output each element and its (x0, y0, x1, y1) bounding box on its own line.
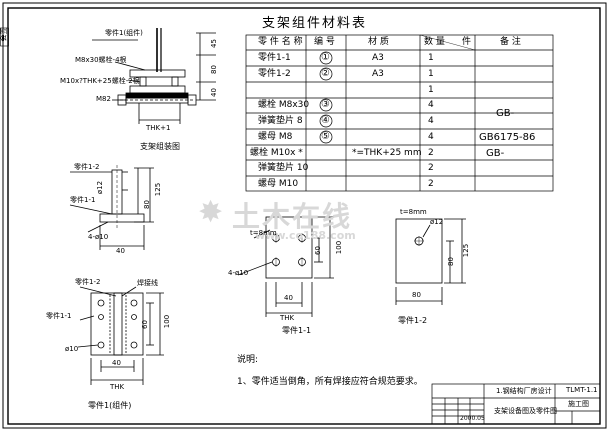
part-1-2-hole: ø12 (430, 218, 444, 226)
title-drawing-no: TLMT-1.1 (566, 386, 598, 394)
row-code: ① (321, 52, 330, 63)
assembly-label-part: 零件1(组件) (105, 29, 143, 37)
part-1-1-caption: 零件1-1 (282, 326, 312, 335)
row-name: 零件1-1 (258, 53, 291, 63)
row-qty: 2 (428, 179, 434, 189)
part-1-2-caption: 零件1-2 (398, 316, 428, 325)
header-unit: 件 (462, 37, 472, 47)
front-label-part-1-2: 零件1-2 (75, 278, 101, 286)
row-qty: 2 (428, 148, 434, 158)
part-1-2-dim-80-horiz: 80 (412, 291, 421, 299)
row-code: ⑤ (321, 131, 330, 142)
side-dim-125: 125 (154, 182, 163, 197)
row-name: 零件1-2 (258, 69, 291, 79)
part-1-1-thickness: t=8mm (250, 229, 277, 237)
front-label-part-1-1: 零件1-1 (46, 312, 72, 320)
front-dim-40: 40 (112, 359, 121, 367)
row-name: 螺栓 M8x30 (258, 100, 310, 110)
watermark-url: www.co188.com (255, 229, 356, 242)
row-qty: 1 (428, 53, 434, 63)
side-dim-80: 80 (142, 200, 151, 209)
part-1-2-dim-80-vert: 80 (446, 257, 455, 266)
table-title: 支架组件材料表 (262, 16, 368, 31)
row-material: A3 (372, 69, 384, 79)
part-1-1-dim-thk: THK (280, 314, 295, 322)
row-qty: 1 (428, 69, 434, 79)
assembly-dim-40: 40 (209, 88, 218, 97)
header-name: 零 件 名 称 (258, 37, 303, 47)
row-qty: 2 (428, 163, 434, 173)
row-code: ② (321, 68, 330, 79)
side-label-holes: 4-ø10 (88, 233, 109, 241)
side-label-part-1-2: 零件1-2 (74, 163, 100, 171)
front-dim-60: 60 (140, 320, 149, 329)
assembly-label-bolt-m10: M10x?THK+25螺栓-2根 (60, 77, 140, 85)
row-qty: 4 (428, 132, 434, 142)
row-note: GB- (486, 148, 505, 159)
notes-line-1: 1、零件适当倒角，所有焊接应符合规范要求。 (237, 377, 423, 387)
part-1-2-thickness: t=8mm (400, 208, 427, 216)
row-code: *=THK+25 mm (352, 148, 422, 158)
materials-table-grid (245, 34, 554, 192)
title-block-grid (431, 383, 601, 425)
countersign-tag: 会签 (0, 27, 8, 42)
assembly-dim-45: 45 (209, 39, 218, 48)
row-name: 弹簧垫片 8 (258, 116, 303, 126)
part-1-1-dim-60: 60 (313, 246, 322, 255)
side-dim-40: 40 (116, 247, 125, 255)
notes-heading: 说明: (237, 355, 259, 365)
part-1-1-holes: 4-ø10 (228, 269, 249, 277)
row-note: GB6175-86 (479, 132, 536, 143)
part-1-2-dim-125: 125 (462, 243, 471, 258)
row-name: 螺母 M10 (258, 179, 299, 189)
row-qty: 1 (428, 85, 434, 95)
front-dim-100: 100 (163, 314, 172, 329)
side-dim-dia12: ø12 (96, 180, 105, 195)
assembly-dim-thk: THK+1 (146, 124, 171, 132)
header-note: 备 注 (500, 37, 521, 47)
title-drawing-name: 支架设备图及零件图 (494, 407, 557, 415)
front-label-weld: 焊接线 (137, 279, 158, 287)
row-name: 螺母 M8 (258, 132, 293, 142)
front-caption: 零件1(组件) (88, 401, 132, 410)
part-1-2-view (395, 218, 466, 305)
header-material: 材 质 (368, 37, 389, 47)
assembly-label-bolt-m8: M8x30螺栓-4根 (75, 56, 127, 64)
assembly-dim-80: 80 (209, 65, 218, 74)
row-qty: 4 (428, 100, 434, 110)
title-date: 2000.05 (460, 415, 485, 422)
header-qty: 数 量 (424, 37, 445, 47)
title-stage: 施工图 (568, 400, 589, 408)
watermark-brand: 土木在线 (232, 200, 353, 233)
row-code: ③ (321, 99, 330, 110)
front-label-hole: ø10 (65, 345, 79, 353)
assembly-view (92, 28, 216, 124)
part-1-1-view (237, 216, 334, 317)
part-1-1-dim-40: 40 (284, 294, 293, 302)
assembly-label-nut: M82 (96, 95, 111, 103)
part-1-1-dim-100: 100 (335, 240, 344, 255)
watermark-logo-icon: ✸ (198, 195, 224, 230)
row-material: A3 (372, 53, 384, 63)
assembly-caption: 支架组装图 (140, 142, 180, 151)
row-code: ④ (321, 115, 330, 126)
row-name: 弹簧垫片 10 (258, 163, 309, 173)
header-code: 编 号 (314, 37, 335, 47)
front-dim-thk: THK (110, 383, 125, 391)
side-view (69, 165, 154, 250)
row-note: GB- (496, 108, 515, 119)
front-view (77, 286, 164, 385)
row-name: 螺栓 M10x * (250, 148, 303, 158)
side-label-part-1-1: 零件1-1 (70, 196, 96, 204)
title-project: 1.钢结构厂房设计 (496, 387, 552, 395)
row-qty: 4 (428, 116, 434, 126)
